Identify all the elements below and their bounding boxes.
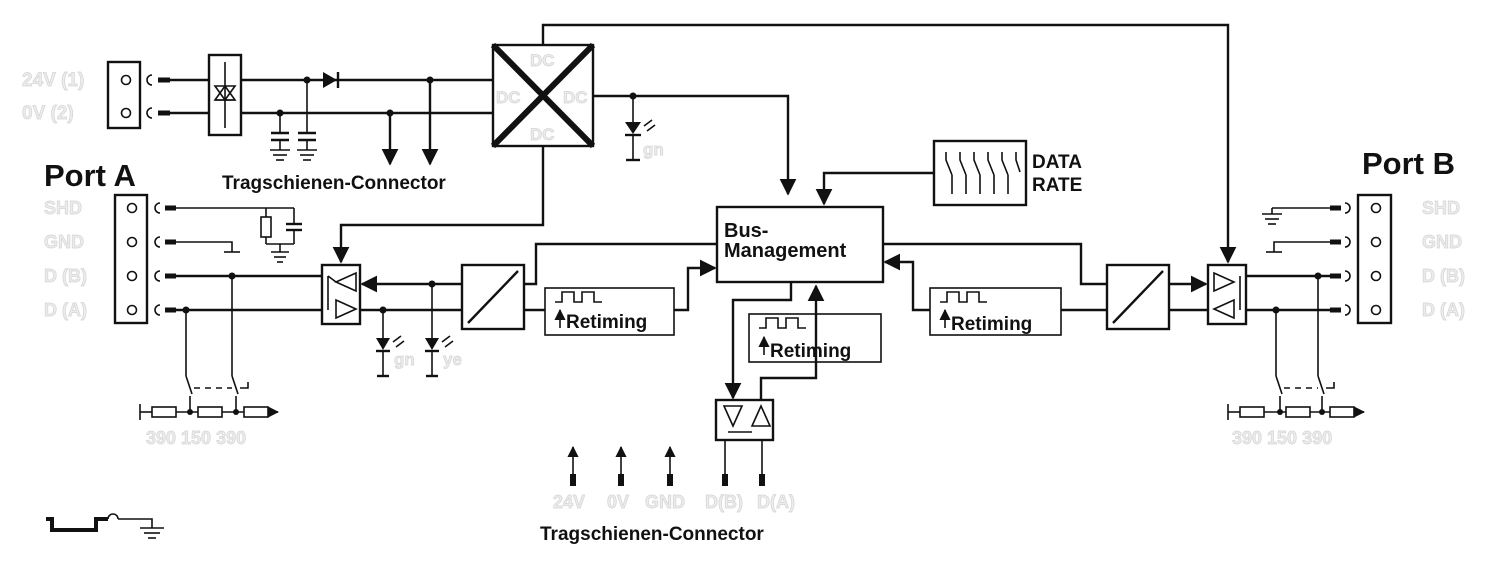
port-a-pin-gnd: GND <box>44 232 84 252</box>
port-b-resistor-values: 390 150 390 <box>1232 428 1332 448</box>
led-port-a-ye-icon <box>425 284 454 378</box>
bottom-pin-da: D(A) <box>757 492 795 512</box>
dcdc-label-left: DC <box>496 88 521 107</box>
port-b-pin-da: D (A) <box>1422 300 1465 320</box>
power-pin-label-24v: 24V (1) <box>22 70 84 91</box>
diode-icon <box>323 72 340 88</box>
led-port-a-gn-label: gn <box>394 350 415 369</box>
power-pin-label-0v: 0V (2) <box>22 103 74 124</box>
port-b-title: Port B <box>1362 146 1455 181</box>
bottom-pin-db: D(B) <box>705 492 743 512</box>
port-b-pin-gnd: GND <box>1422 232 1462 252</box>
retiming-block-b <box>929 287 1062 336</box>
led-power-label: gn <box>643 140 664 159</box>
power-terminal <box>106 60 170 130</box>
retiming-block-a <box>544 287 675 336</box>
data-rate-label-2: RATE <box>1032 175 1082 196</box>
port-a-termination <box>139 276 280 420</box>
bottom-pin-0v: 0V <box>607 492 629 512</box>
port-a-terminal <box>113 193 176 325</box>
port-b-isolator <box>1105 263 1171 331</box>
led-port-a-gn-icon <box>376 310 405 378</box>
capacitor-1 <box>270 109 290 161</box>
retiming-label-c: Retiming <box>770 341 851 362</box>
dcdc-label-top: DC <box>530 51 555 70</box>
port-a-isolator <box>460 263 526 331</box>
retiming-label-a: Retiming <box>566 312 647 333</box>
port-a-transceiver <box>320 263 362 326</box>
dcdc-converter <box>490 42 596 149</box>
din-rail-ground-icon <box>46 513 164 539</box>
port-b-termination <box>1227 276 1366 420</box>
bottom-pin-gnd: GND <box>645 492 685 512</box>
port-b-pin-shd: SHD <box>1422 198 1460 218</box>
port-b-shield-ground <box>1262 207 1330 225</box>
led-power-icon <box>625 96 656 162</box>
led-port-a-ye-label: ye <box>443 350 462 369</box>
capacitor-2 <box>297 76 317 161</box>
dcdc-label-bottom: DC <box>530 125 555 144</box>
port-a-pin-db: D (B) <box>44 266 87 286</box>
port-a-title: Port A <box>44 158 136 193</box>
bus-management-label-1: Bus- <box>724 220 768 242</box>
port-b-terminal <box>1330 193 1393 325</box>
bottom-connector-pins <box>567 440 765 486</box>
port-a-shield-network <box>176 207 302 263</box>
bus-management-label-2: Management <box>724 240 847 262</box>
port-a-gnd-line <box>176 241 233 252</box>
bottom-connector-label: Tragschienen-Connector <box>540 524 764 545</box>
data-rate-switch <box>932 139 1028 207</box>
port-b-transceiver <box>1206 263 1248 326</box>
port-a-pin-da: D (A) <box>44 300 87 320</box>
bottom-pin-24v: 24V <box>553 492 585 512</box>
data-rate-label-1: DATA <box>1032 152 1082 173</box>
retiming-label-b: Retiming <box>951 314 1032 335</box>
port-b-pin-db: D (B) <box>1422 266 1465 286</box>
port-b-gnd-line <box>1273 241 1330 252</box>
port-a-pin-shd: SHD <box>44 198 82 218</box>
bus-transceiver <box>714 398 775 442</box>
tvs-protection <box>207 53 243 137</box>
bus-management-block <box>715 205 885 284</box>
port-a-resistor-values: 390 150 390 <box>146 428 246 448</box>
dcdc-label-right: DC <box>563 88 588 107</box>
top-connector-label: Tragschienen-Connector <box>222 173 446 194</box>
